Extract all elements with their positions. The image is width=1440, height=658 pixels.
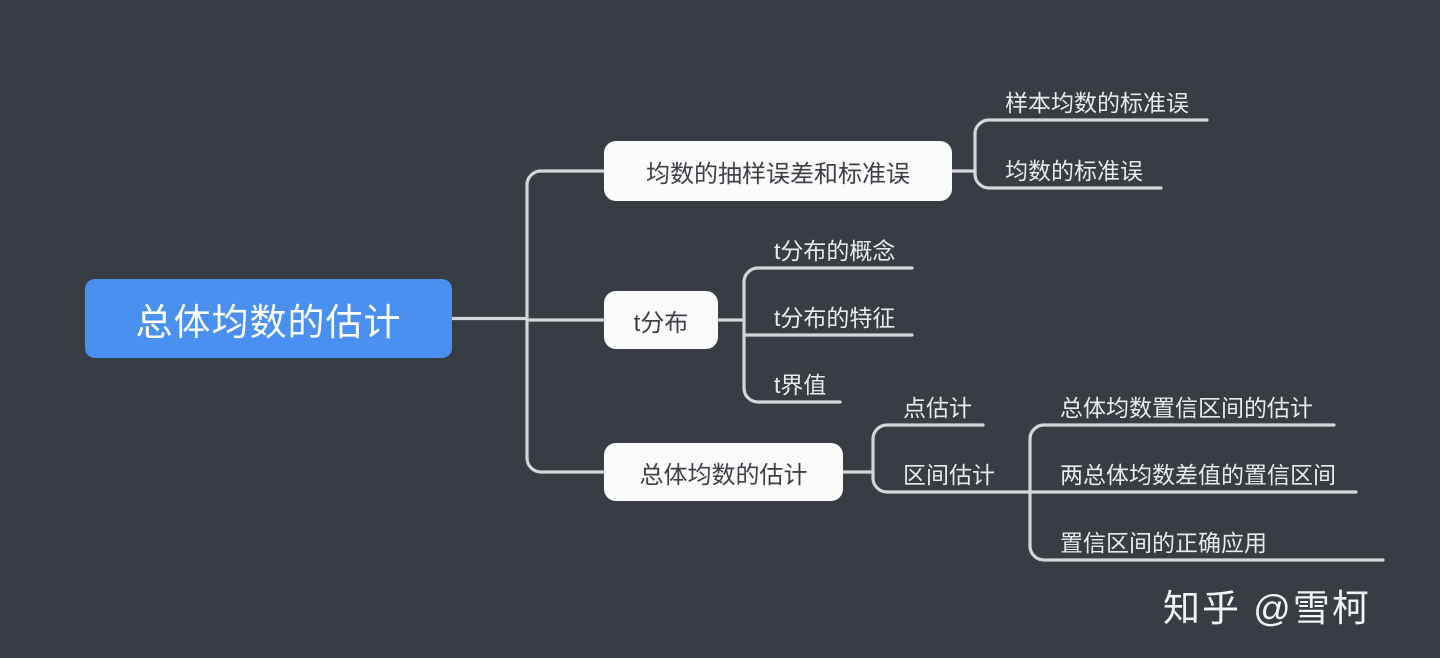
leaf-node-label: 区间估计 bbox=[903, 462, 995, 488]
leaf-node[interactable]: 置信区间的正确应用 bbox=[1060, 524, 1286, 560]
root-node-label: 总体均数的估计 bbox=[135, 301, 402, 343]
leaf-node[interactable]: t分布的特征 bbox=[774, 299, 906, 335]
leaf-node[interactable]: 样本均数的标准误 bbox=[1005, 84, 1205, 120]
leaf-node-label: 总体均数置信区间的估计 bbox=[1060, 395, 1313, 421]
leaf-node[interactable]: 均数的标准误 bbox=[1005, 152, 1159, 188]
leaf-node-label: 两总体均数差值的置信区间 bbox=[1060, 462, 1336, 488]
leaf-node[interactable]: t分布的概念 bbox=[774, 232, 906, 268]
branch-node[interactable]: 均数的抽样误差和标准误 bbox=[604, 141, 952, 201]
leaf-node-label: t分布的概念 bbox=[774, 238, 896, 264]
branch-node[interactable]: 总体均数的估计 bbox=[604, 443, 843, 501]
leaf-node[interactable]: t界值 bbox=[774, 366, 836, 402]
branch-node-label: 均数的抽样误差和标准误 bbox=[646, 160, 910, 188]
leaf-node[interactable]: 两总体均数差值的置信区间 bbox=[1060, 456, 1354, 492]
branch-node-label: t分布 bbox=[633, 309, 689, 337]
leaf-node-label: t分布的特征 bbox=[774, 305, 896, 331]
branch-node-label: 总体均数的估计 bbox=[639, 461, 808, 489]
root-node[interactable]: 总体均数的估计 bbox=[85, 279, 452, 358]
leaf-node-label: 样本均数的标准误 bbox=[1005, 90, 1189, 116]
branch-node[interactable]: t分布 bbox=[604, 291, 718, 349]
watermark-text: 知乎 @雪柯 bbox=[1163, 588, 1371, 629]
leaf-node-label: 置信区间的正确应用 bbox=[1060, 530, 1267, 556]
leaf-node-label: 均数的标准误 bbox=[1005, 158, 1143, 184]
leaf-node[interactable]: 区间估计 bbox=[903, 456, 1000, 492]
leaf-node-label: 点估计 bbox=[903, 395, 972, 421]
watermark: 知乎 @雪柯 bbox=[1163, 578, 1371, 632]
leaf-node-label: t界值 bbox=[774, 372, 827, 398]
leaf-node[interactable]: 点估计 bbox=[903, 389, 977, 425]
leaf-node[interactable]: 总体均数置信区间的估计 bbox=[1060, 389, 1332, 425]
